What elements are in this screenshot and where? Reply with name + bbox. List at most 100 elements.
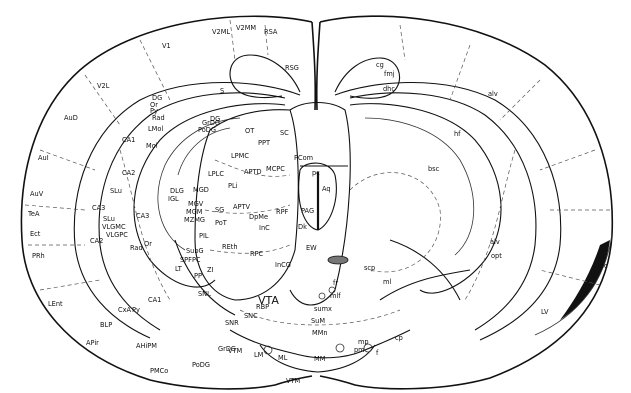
region-label-sg: SG [215,206,224,214]
region-label-or_l: Or [144,240,152,248]
region-label-rad: Rad [152,114,165,122]
region-label-tea: TeA [27,210,40,218]
region-label-lpmc: LPMC [231,152,249,160]
region-label-snl: SNL [198,290,211,298]
region-label-aptd: APTD [244,168,262,176]
region-label-dk: Dk [298,223,307,231]
region-label-py_l: Py [132,306,140,314]
region-label-pp: PP [194,272,202,280]
mammillary-circle-left [264,346,272,354]
region-label-f: f [376,349,379,357]
region-label-ca1_low: CA1 [148,296,161,304]
region-label-zi: ZI [207,266,214,274]
region-label-aud: AuD [64,114,78,122]
left-dg-inner [178,128,230,175]
region-label-alv2: alv [490,238,500,246]
region-label-vta: VTA [258,294,279,307]
region-label-aui: AuI [38,154,49,162]
region-label-dlg: DLG [170,187,184,195]
cortex-dashed-r4 [540,150,595,170]
region-label-pc: pc [312,169,320,177]
region-label-hf: hf [454,130,461,138]
region-label-mzmg: MZMG [184,216,205,224]
region-label-vtm: VTM [228,347,243,355]
region-label-pot: PoT [215,219,228,227]
region-label-mgm: MGM [186,208,203,216]
right-external-capsule [350,93,536,330]
region-label-lent: LEnt [48,300,63,308]
region-label-v2mm: V2MM [236,24,256,32]
region-label-pcom: PCom [294,154,313,162]
region-label-bsc: bsc [428,165,440,173]
region-label-ml2: ML [278,354,288,362]
region-label-s: S [220,87,224,95]
midbrain-outline [290,103,350,306]
region-label-opt: opt [491,252,502,260]
right-hemisphere-outline [320,16,612,389]
region-label-lplc: LPLC [208,170,224,178]
region-label-pag: PAG [301,207,314,215]
region-label-lmol: LMol [148,125,163,133]
region-label-mm: MM [314,355,326,363]
region-label-dpme: DpMe [249,213,268,221]
region-label-podg2: PoDG [192,361,210,369]
region-label-subg: SubG [186,247,204,255]
fr-ellipse [328,256,348,264]
region-label-prh: PRh [32,252,45,260]
region-label-vtm2: VTM [286,377,301,385]
region-label-ca2: CA2 [122,169,135,177]
region-label-ahipm: AHiPM [136,342,157,350]
region-label-pmco: PMCo [150,367,168,375]
right-dashed-oval [350,173,440,272]
region-label-fmj: fmj [384,70,395,78]
region-label-scp: scp [364,264,375,272]
region-label-mlf: mlf [330,292,341,300]
region-label-pli: PLi [228,182,238,190]
right-cortex-inner-boundary [335,83,561,341]
region-label-rsg: RSG [285,64,299,72]
region-label-spfpc: SPFPC [180,256,201,264]
region-label-rad_l: Rad [130,244,143,252]
region-label-inc: InC [259,224,270,232]
region-label-cg: cg [376,61,384,69]
region-label-dhc: dhc [383,85,395,93]
region-label-mgd: MGD [193,186,209,194]
region-label-ca3: CA3 [92,204,105,212]
region-label-vlgpc: VLGPC [106,231,128,239]
region-label-sum: SuM [311,317,325,325]
region-label-rpc: RPC [250,250,264,258]
region-label-sc: SC [280,129,289,137]
right-hippocampus-inner [365,118,474,255]
region-label-rpf: RPF [276,208,289,216]
region-label-slu: SLu [110,187,122,195]
midline-fissure [312,22,320,110]
mammillary-circle-mid [336,344,344,352]
region-label-snc: SNC [244,312,258,320]
cortex-dashed-r3 [500,80,540,120]
region-label-lm: LM [254,351,264,359]
region-label-v1: V1 [162,42,171,50]
region-label-alv: alv [488,90,498,98]
region-label-ot: OT [245,127,255,135]
region-label-apir: APir [86,339,99,347]
region-label-v2ml: V2ML [212,28,230,36]
cortex-dashed-r2 [450,45,470,100]
region-label-ml: ml [383,278,391,286]
region-label-igl: IGL [168,195,179,203]
region-label-lv: LV [541,308,549,316]
region-label-aptv: APTV [233,203,251,211]
cortex-dashed-6 [40,280,100,290]
region-label-mmn: MMn [312,329,328,337]
region-label-blp: BLP [100,321,112,329]
region-label-slu2: SLu [103,215,115,223]
region-label-ppt: PPT [258,139,271,147]
left-hemisphere-outline [21,16,312,389]
region-label-vlgmc: VLGMC [102,223,126,231]
region-label-ec: ec [600,262,608,270]
region-label-ew: EW [306,244,317,252]
region-label-auv: AuV [30,190,44,198]
region-label-pil: PIL [199,232,209,240]
mlf-circle [319,293,325,299]
region-label-ca1: CA1 [122,136,135,144]
